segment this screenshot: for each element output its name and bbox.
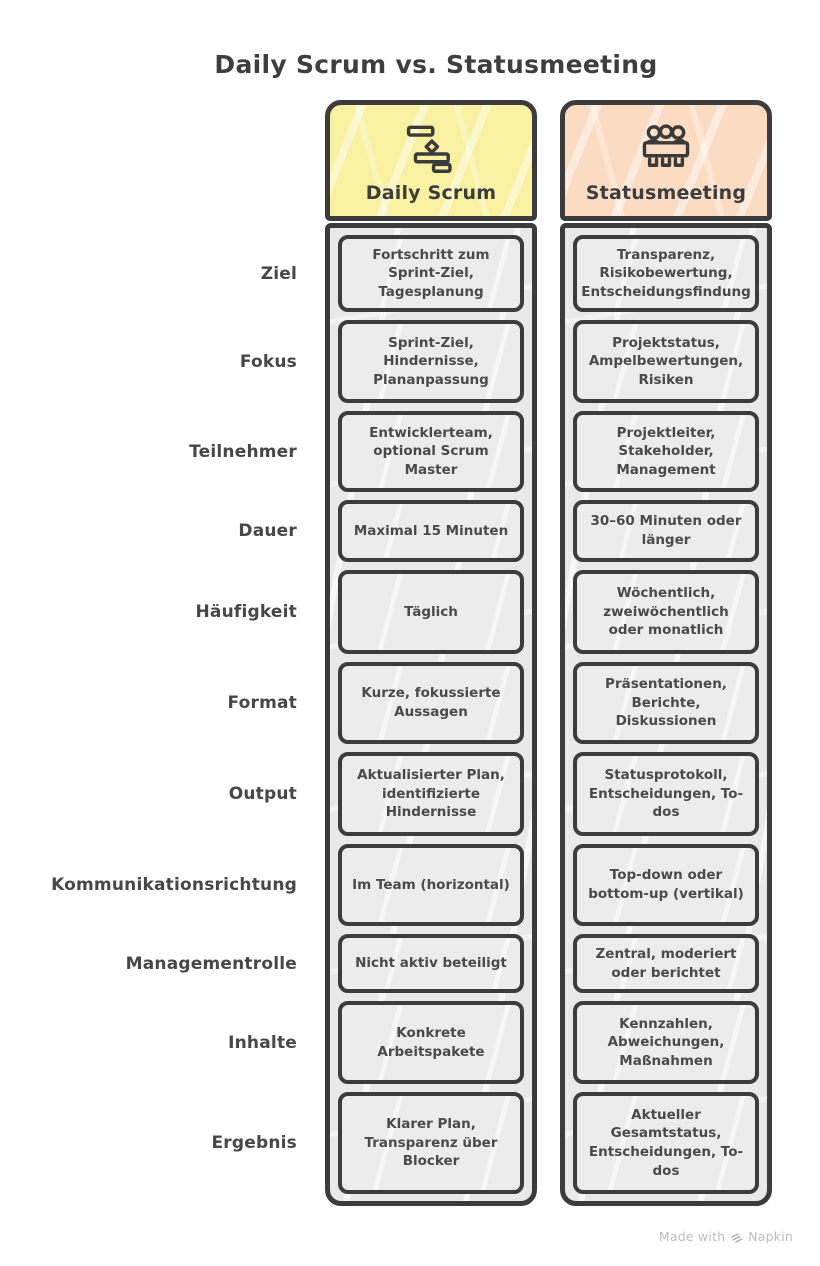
cell-text: Zentral, moderiert oder berichtet xyxy=(595,945,737,981)
row-label: Häufigkeit xyxy=(195,602,297,622)
cell-daily-scrum: Fortschritt zum Sprint-Ziel, Tagesplanun… xyxy=(338,235,524,312)
row-label: Managementrolle xyxy=(125,953,297,974)
column-title-daily-scrum: Daily Scrum xyxy=(365,182,497,204)
row-ziel: Ziel Fortschritt zum Sprint-Ziel, Tagesp… xyxy=(0,235,820,312)
cell-text: Wöchentlich, zweiwöchentlich oder monatl… xyxy=(603,585,729,639)
cell-text: Statusprotokoll, Entscheidungen, To-dos xyxy=(588,767,744,821)
cell-daily-scrum: Maximal 15 Minuten xyxy=(338,500,524,562)
cell-daily-scrum: Nicht aktiv beteiligt xyxy=(338,934,524,993)
made-with-napkin: Made with Napkin xyxy=(659,1229,793,1244)
cell-text: Im Team (horizontal) xyxy=(352,876,510,893)
cell-text: Kennzahlen, Abweichungen, Maßnahmen xyxy=(607,1015,725,1069)
cell-statusmeeting: Zentral, moderiert oder berichtet xyxy=(573,934,759,993)
cell-daily-scrum: Entwicklerteam, optional Scrum Master xyxy=(338,411,524,492)
cell-text: Transparenz, Risikobewertung, Entscheidu… xyxy=(581,246,751,300)
column-title-statusmeeting: Statusmeeting xyxy=(585,182,747,204)
meeting-table-icon xyxy=(635,122,697,174)
cell-statusmeeting: 30–60 Minuten oder länger xyxy=(573,500,759,562)
cell-text: Projektleiter, Stakeholder, Management xyxy=(616,424,716,478)
cell-daily-scrum: Aktualisierter Plan, identifizierte Hind… xyxy=(338,752,524,836)
row-fokus: Fokus Sprint-Ziel, Hindernisse, Plananpa… xyxy=(0,320,820,403)
cell-daily-scrum: Im Team (horizontal) xyxy=(338,844,524,926)
cell-text: Maximal 15 Minuten xyxy=(353,522,509,539)
row-haeufigkeit: Häufigkeit Täglich Wöchentlich, zweiwöch… xyxy=(0,570,820,654)
cell-statusmeeting: Wöchentlich, zweiwöchentlich oder monatl… xyxy=(573,570,759,654)
cell-statusmeeting: Top-down oder bottom-up (vertikal) xyxy=(573,844,759,926)
row-dauer: Dauer Maximal 15 Minuten 30–60 Minuten o… xyxy=(0,500,820,562)
column-header-statusmeeting: Statusmeeting xyxy=(560,100,772,221)
column-header-daily-scrum: Daily Scrum xyxy=(325,100,537,221)
row-label: Ergebnis xyxy=(211,1133,297,1153)
footer-brand: Napkin xyxy=(748,1229,793,1244)
row-label: Dauer xyxy=(238,521,297,541)
row-label: Fokus xyxy=(239,351,297,372)
row-label: Inhalte xyxy=(228,1032,297,1053)
cell-daily-scrum: Konkrete Arbeitspakete xyxy=(338,1001,524,1084)
row-inhalte: Inhalte Konkrete Arbeitspakete Kennzahle… xyxy=(0,1001,820,1084)
cell-text: Sprint-Ziel, Hindernisse, Plananpassung xyxy=(373,334,489,388)
cell-text: Klarer Plan, Transparenz über Blocker xyxy=(364,1116,498,1170)
cell-text: Fortschritt zum Sprint-Ziel, Tagesplanun… xyxy=(372,246,490,300)
cell-daily-scrum: Täglich xyxy=(338,570,524,654)
cell-text: Aktueller Gesamtstatus, Entscheidungen, … xyxy=(588,1106,744,1179)
cell-statusmeeting: Kennzahlen, Abweichungen, Maßnahmen xyxy=(573,1001,759,1084)
page-title: Daily Scrum vs. Statusmeeting xyxy=(214,50,658,79)
cell-statusmeeting: Projektstatus, Ampelbewertungen, Risiken xyxy=(573,320,759,403)
cell-daily-scrum: Sprint-Ziel, Hindernisse, Plananpassung xyxy=(338,320,524,403)
cell-daily-scrum: Klarer Plan, Transparenz über Blocker xyxy=(338,1092,524,1194)
cell-statusmeeting: Präsentationen, Berichte, Diskussionen xyxy=(573,662,759,744)
gantt-chart-icon xyxy=(400,122,462,174)
cell-text: 30–60 Minuten oder länger xyxy=(590,513,742,548)
footer-prefix: Made with xyxy=(658,1229,726,1244)
napkin-logo-icon xyxy=(730,1230,743,1243)
comparison-rows: Ziel Fortschritt zum Sprint-Ziel, Tagesp… xyxy=(0,235,820,1194)
cell-statusmeeting: Aktueller Gesamtstatus, Entscheidungen, … xyxy=(573,1092,759,1194)
cell-text: Konkrete Arbeitspakete xyxy=(377,1024,485,1060)
cell-statusmeeting: Transparenz, Risikobewertung, Entscheidu… xyxy=(573,235,759,312)
row-label: Format xyxy=(227,693,297,713)
cell-text: Top-down oder bottom-up (vertikal) xyxy=(588,867,744,902)
cell-statusmeeting: Projektleiter, Stakeholder, Management xyxy=(573,411,759,492)
row-teilnehmer: Teilnehmer Entwicklerteam, optional Scru… xyxy=(0,411,820,492)
row-kommunikationsrichtung: Kommunikationsrichtung Im Team (horizont… xyxy=(0,844,820,926)
cell-text: Aktualisierter Plan, identifizierte Hind… xyxy=(357,767,505,821)
row-ergebnis: Ergebnis Klarer Plan, Transparenz über B… xyxy=(0,1092,820,1194)
cell-text: Entwicklerteam, optional Scrum Master xyxy=(369,424,493,478)
row-label: Output xyxy=(228,784,297,804)
cell-daily-scrum: Kurze, fokussierte Aussagen xyxy=(338,662,524,744)
row-label: Kommunikationsrichtung xyxy=(51,875,297,895)
cell-text: Kurze, fokussierte Aussagen xyxy=(361,685,501,720)
cell-text: Präsentationen, Berichte, Diskussionen xyxy=(605,676,727,730)
row-output: Output Aktualisierter Plan, identifizier… xyxy=(0,752,820,836)
cell-text: Täglich xyxy=(404,603,458,620)
cell-statusmeeting: Statusprotokoll, Entscheidungen, To-dos xyxy=(573,752,759,836)
row-managementrolle: Managementrolle Nicht aktiv beteiligt Ze… xyxy=(0,934,820,993)
row-label: Ziel xyxy=(260,263,297,284)
cell-text: Nicht aktiv beteiligt xyxy=(355,955,507,972)
row-format: Format Kurze, fokussierte Aussagen Präse… xyxy=(0,662,820,744)
row-label: Teilnehmer xyxy=(189,441,297,462)
cell-text: Projektstatus, Ampelbewertungen, Risiken xyxy=(588,334,744,388)
